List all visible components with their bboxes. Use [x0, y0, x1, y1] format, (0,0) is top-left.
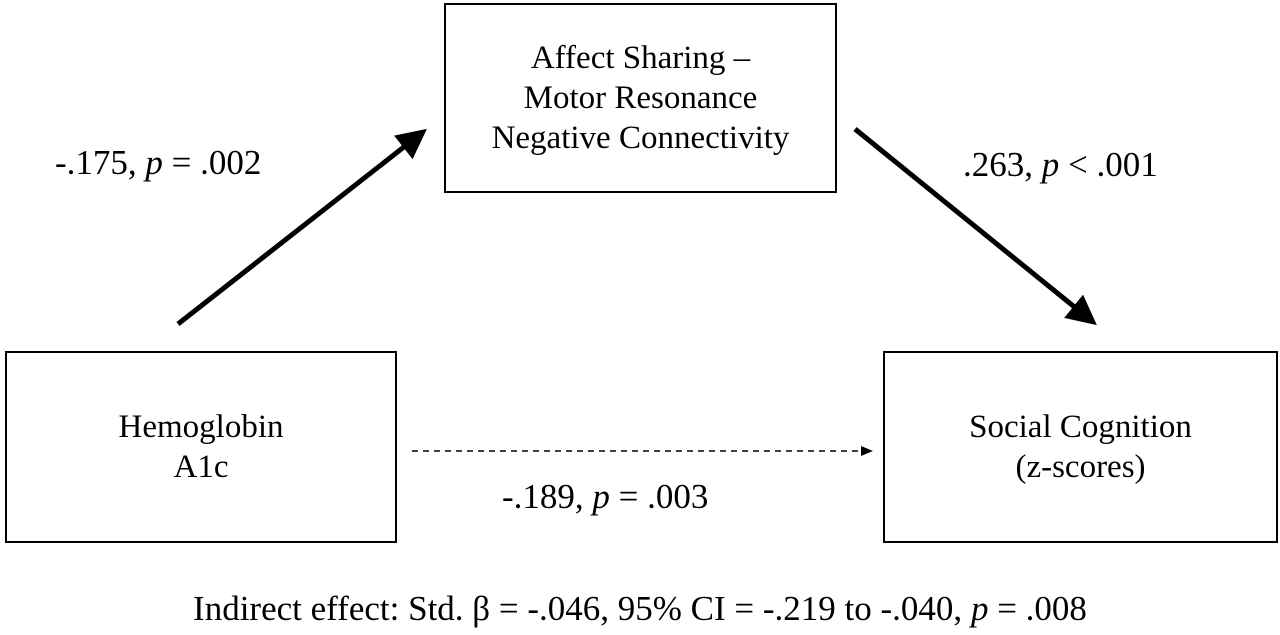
indirect-effect-text: Indirect effect: Std. β = -.046, 95% CI … — [193, 589, 971, 628]
mediator-box: Affect Sharing – Motor Resonance Negativ… — [444, 3, 837, 193]
predictor-box: Hemoglobin A1c — [5, 351, 397, 543]
path-c-coefficient: -.189, p = .003 — [502, 477, 708, 517]
indirect-effect-caption: Indirect effect: Std. β = -.046, 95% CI … — [0, 588, 1280, 630]
path-b-p-value: < .001 — [1059, 145, 1158, 184]
arrow-mediator-to-outcome — [853, 127, 1097, 326]
indirect-effect-p-value: = .008 — [988, 589, 1087, 628]
path-b-coefficient: .263, p < .001 — [963, 145, 1158, 185]
path-a-p-value: = .002 — [162, 143, 262, 182]
path-a-p-symbol: p — [145, 143, 163, 182]
predictor-label-line-1: Hemoglobin — [118, 409, 284, 445]
indirect-effect-p-symbol: p — [970, 589, 989, 628]
outcome-label-line-1: Social Cognition — [969, 409, 1192, 445]
path-b-p-symbol: p — [1041, 145, 1060, 184]
path-c-p-value: = .003 — [609, 477, 709, 516]
path-c-p-symbol: p — [592, 477, 610, 516]
path-b-coef: .263, — [963, 145, 1033, 184]
mediator-label-line-3: Negative Connectivity — [491, 120, 790, 156]
outcome-box: Social Cognition (z-scores) — [883, 351, 1278, 543]
path-a-coefficient: -.175, p = .002 — [55, 143, 261, 183]
arrow-predictor-to-mediator — [176, 128, 427, 326]
path-c-coef: -.189, — [502, 477, 584, 516]
path-a-coef: -.175, — [55, 143, 137, 182]
predictor-label-line-2: A1c — [173, 449, 229, 485]
outcome-label-line-2: (z-scores) — [1015, 449, 1146, 485]
mediator-label-line-1: Affect Sharing – — [530, 40, 751, 76]
mediator-label-line-2: Motor Resonance — [523, 80, 758, 116]
